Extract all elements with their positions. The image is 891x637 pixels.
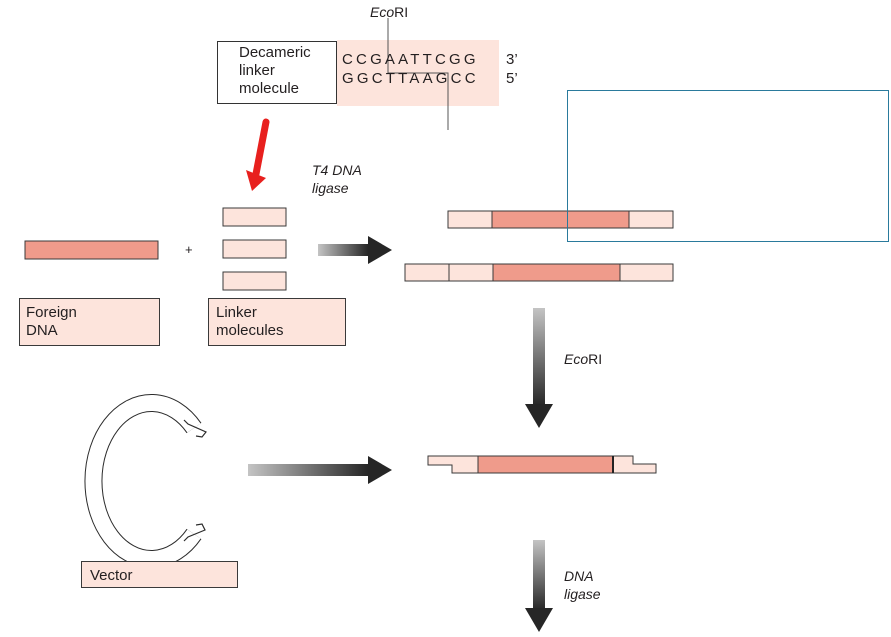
vector-sticky-end: [183, 419, 207, 438]
linker-molecules-label-box: Linker molecules: [208, 298, 346, 346]
cut-fragment: [427, 455, 657, 474]
red-arrow: [246, 118, 270, 191]
ecori-step-prefix: Eco: [564, 351, 589, 367]
vector-sticky-end: [183, 523, 206, 542]
linker-label-line: molecule: [239, 80, 300, 97]
dna-ligase-line: DNA: [564, 568, 594, 584]
linker-label-box: Decameric linker molecule: [217, 41, 337, 104]
dna-ligase-label: DNA ligase: [564, 567, 601, 603]
linker-label-line: Decameric: [239, 44, 311, 61]
foreign-dna-bar: [24, 240, 159, 260]
ecori-cut-line: [387, 18, 449, 130]
bottom-strand: GGCTTAAGCC: [342, 70, 479, 87]
vector-label-box: Vector: [81, 561, 238, 588]
ecori-step-suffix: RI: [588, 351, 603, 367]
linker-molecule: [222, 271, 287, 291]
t4-ligase-line: ligase: [312, 180, 349, 196]
linker-molecule: [222, 207, 287, 227]
plus-sign: +: [185, 242, 193, 257]
ecori-suffix: RI: [394, 4, 409, 20]
ligated-product: [404, 263, 674, 282]
t4-ligase-label: T4 DNA ligase: [312, 161, 362, 197]
top-strand-end: 3’: [506, 51, 518, 68]
vector-label: Vector: [90, 567, 133, 584]
dna-ligase-arrow: [525, 540, 553, 632]
linker-label-line: linker: [239, 62, 275, 79]
linker-molecules-line: molecules: [216, 322, 284, 339]
t4-ligase-line: T4 DNA: [312, 162, 362, 178]
vector-arrow: [248, 456, 392, 484]
linker-molecule: [222, 239, 287, 259]
dna-ligase-line: ligase: [564, 586, 601, 602]
ecori-step-label: EcoRI: [564, 350, 602, 368]
ligated-product: [447, 210, 674, 229]
linker-molecules-line: Linker: [216, 304, 257, 321]
ecori-site-label: EcoRI: [370, 3, 408, 21]
bottom-strand-end: 5’: [506, 70, 518, 87]
foreign-dna-line: Foreign: [26, 304, 77, 321]
ligation-arrow: [318, 236, 392, 264]
top-strand: CCGAATTCGG: [342, 51, 479, 68]
ecori-prefix: Eco: [370, 4, 395, 20]
foreign-dna-label-box: Foreign DNA: [19, 298, 160, 346]
ecori-arrow: [525, 308, 553, 428]
foreign-dna-line: DNA: [26, 322, 58, 339]
selection-highlight-box[interactable]: [567, 90, 889, 242]
vector-ring-inner: [85, 395, 201, 567]
